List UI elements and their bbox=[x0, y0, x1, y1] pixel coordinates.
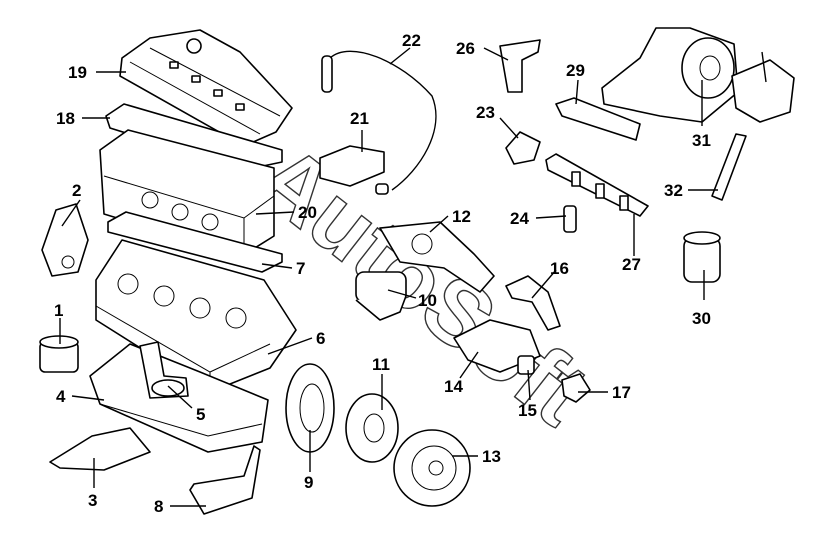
callout-19: 19 bbox=[68, 63, 87, 82]
callout-6: 6 bbox=[316, 329, 325, 348]
callout-1: 1 bbox=[54, 301, 63, 320]
fuel-rail bbox=[545, 153, 649, 217]
starter-motor bbox=[355, 271, 407, 321]
sensor-lead bbox=[321, 50, 437, 195]
exhaust-gasket bbox=[555, 97, 641, 141]
callout-12: 12 bbox=[452, 207, 471, 226]
ignition-module bbox=[319, 145, 385, 187]
oil-filter bbox=[39, 335, 79, 373]
temperature-sensor bbox=[517, 355, 535, 375]
callout-11: 11 bbox=[372, 355, 390, 374]
callout-29: 30 bbox=[692, 309, 711, 328]
callout-26: 26 bbox=[456, 39, 475, 58]
support-bracket bbox=[189, 445, 261, 515]
fuel-injector bbox=[563, 205, 577, 233]
callout-17: 17 bbox=[612, 383, 631, 402]
head-gasket bbox=[107, 211, 283, 273]
callout-13: 13 bbox=[482, 447, 501, 466]
valve-cover bbox=[119, 29, 293, 147]
callout-9: 9 bbox=[304, 473, 313, 492]
callout-8: 8 bbox=[154, 497, 163, 516]
callout-18: 18 bbox=[56, 109, 75, 128]
callout-10: 10 bbox=[418, 291, 437, 310]
callout-16: 16 bbox=[550, 259, 569, 278]
fuel-filter bbox=[683, 231, 721, 283]
callout-31: 32 bbox=[664, 181, 683, 200]
callout-20: 20 bbox=[298, 203, 317, 222]
callout-4: 4 bbox=[56, 387, 66, 406]
exhaust-manifold bbox=[601, 27, 739, 123]
callout-3: 3 bbox=[88, 491, 97, 510]
callout-28: 29 bbox=[566, 61, 585, 80]
alternator bbox=[379, 221, 495, 293]
pressure-plate bbox=[393, 429, 471, 507]
callout-5: 5 bbox=[196, 405, 205, 424]
water-pump bbox=[731, 59, 795, 123]
callout-14: 14 bbox=[444, 377, 463, 396]
valve-cover-gasket bbox=[105, 103, 283, 171]
idle-valve bbox=[505, 131, 541, 165]
timing-cover bbox=[41, 203, 89, 277]
oil-pump bbox=[139, 341, 189, 399]
callout-2: 2 bbox=[72, 181, 81, 200]
leader-lines bbox=[59, 47, 767, 507]
engine-mount-bracket bbox=[499, 39, 541, 93]
hose-clip bbox=[561, 373, 591, 403]
callout-24: 24 bbox=[510, 209, 529, 228]
callout-27: 27 bbox=[622, 255, 641, 274]
callout-22: 22 bbox=[402, 31, 421, 50]
clutch-disc bbox=[345, 393, 399, 463]
subframe-bracket bbox=[49, 427, 151, 471]
callout-7: 7 bbox=[296, 259, 305, 278]
coolant-hose bbox=[505, 275, 561, 331]
callout-15: 15 bbox=[518, 401, 537, 420]
callout-23: 23 bbox=[476, 103, 495, 122]
callout-30: 31 bbox=[692, 131, 711, 150]
callout-21: 21 bbox=[350, 109, 369, 128]
support-strap bbox=[711, 133, 747, 201]
